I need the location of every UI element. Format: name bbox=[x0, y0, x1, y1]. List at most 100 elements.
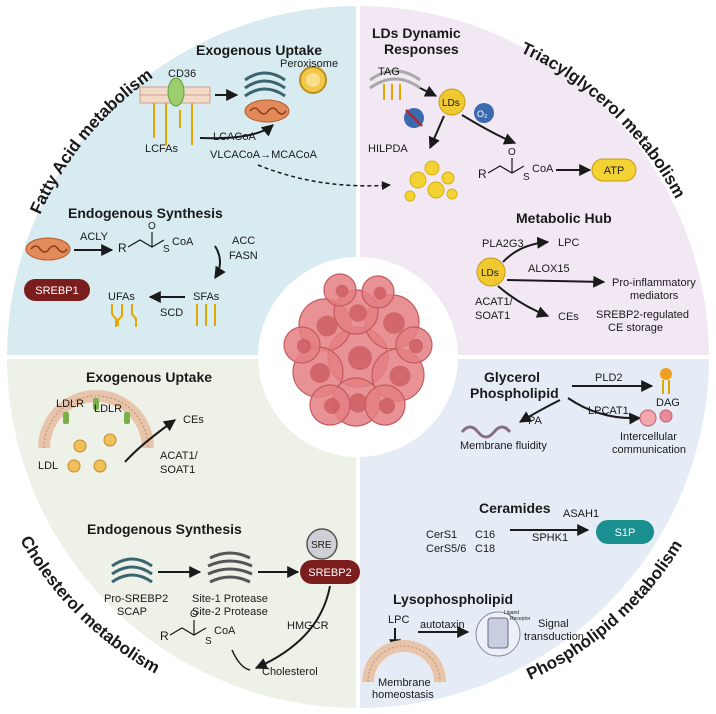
lds-label: LDs bbox=[442, 98, 460, 109]
communication-icon bbox=[639, 409, 673, 427]
ch-uptake-heading: Exogenous Uptake bbox=[86, 369, 212, 385]
membrane-fluidity-icon bbox=[460, 425, 512, 439]
ch-acat1-label: ACAT1/ bbox=[160, 450, 199, 462]
intercellular-line1: Intercellular bbox=[620, 431, 677, 443]
lysophospholipid: Lysophospholipid LPC autotaxin Ligand Re… bbox=[362, 591, 584, 701]
svg-text:R: R bbox=[160, 629, 169, 643]
ldlr-receptors-icon bbox=[63, 398, 130, 424]
svg-text:Receptor: Receptor bbox=[510, 616, 531, 622]
cell-nucleus bbox=[296, 338, 312, 354]
tag-chains-icon bbox=[383, 84, 401, 100]
c18-label: C18 bbox=[475, 543, 495, 555]
autotaxin-label: autotaxin bbox=[420, 619, 465, 631]
lcfa-chains-icon bbox=[153, 103, 193, 145]
cell-nucleus bbox=[348, 393, 368, 413]
svg-text:O: O bbox=[508, 147, 516, 158]
lipid-droplet-icon bbox=[438, 88, 466, 116]
sre-icon bbox=[306, 528, 338, 560]
svg-text:CoA: CoA bbox=[172, 236, 194, 248]
svg-text:Ligand: Ligand bbox=[504, 610, 519, 616]
lds-heading-line1: LDs Dynamic bbox=[372, 25, 461, 41]
cell-nucleus bbox=[310, 363, 330, 383]
dag-label: DAG bbox=[656, 397, 680, 409]
acyl-coa-structure: R O S CoA bbox=[160, 609, 236, 647]
tumor-cell-cluster bbox=[258, 257, 458, 457]
peroxisome-icon bbox=[299, 66, 327, 94]
lipid-droplet-icon bbox=[476, 257, 506, 287]
ldl-label: LDL bbox=[38, 460, 58, 472]
srebp2-storage-line2: CE storage bbox=[608, 322, 663, 334]
peroxisome-label: Peroxisome bbox=[280, 58, 338, 70]
atp-badge bbox=[591, 158, 637, 182]
cell-nucleus bbox=[379, 398, 395, 414]
acyl-coa-structure: R O S CoA bbox=[118, 221, 194, 255]
sfas-label: SFAs bbox=[193, 291, 220, 303]
cell-nucleus bbox=[389, 365, 411, 387]
hub-acat1-label: ACAT1/ bbox=[475, 296, 514, 308]
membrane-homeostasis-line2: homeostasis bbox=[372, 689, 434, 701]
cholesterol-label: Cholesterol bbox=[262, 666, 318, 678]
fasn-label: FASN bbox=[229, 250, 258, 262]
svg-text:S: S bbox=[523, 172, 530, 183]
o2-blocked-icon bbox=[404, 108, 424, 128]
lipid-droplets-cluster-icon bbox=[404, 160, 458, 202]
acc-label: ACC bbox=[232, 235, 255, 247]
mitochondria-icon bbox=[244, 99, 290, 123]
svg-text:O: O bbox=[148, 221, 156, 232]
ch-ces-label: CEs bbox=[183, 414, 204, 426]
scd-label: SCD bbox=[160, 307, 183, 319]
hub-lpc-label: LPC bbox=[558, 237, 579, 249]
er-icon bbox=[111, 557, 153, 584]
hub-lds-label: LDs bbox=[481, 268, 499, 279]
o2-icon bbox=[474, 103, 494, 123]
membrane-fluidity-label: Membrane fluidity bbox=[460, 440, 547, 452]
ch-soat1-label: SOAT1 bbox=[160, 464, 195, 476]
hub-heading: Metabolic Hub bbox=[516, 210, 612, 226]
srebp2-storage-line1: SREBP2-regulated bbox=[596, 309, 689, 321]
cers1-label: CerS1 bbox=[426, 529, 457, 541]
cd36-transporter-icon bbox=[167, 77, 185, 107]
signal-line1: Signal bbox=[538, 618, 569, 630]
lds-heading-line2: Responses bbox=[384, 41, 459, 57]
srebp2-badge bbox=[300, 560, 360, 584]
metabolic-hub: Metabolic Hub LDs PLA2G3 LPC ALOX15 Pro-… bbox=[475, 210, 696, 334]
ch-endogenous-synthesis: Endogenous Synthesis Pro-SREBP2 SCAP Sit… bbox=[87, 521, 360, 678]
sre-label: SRE bbox=[311, 540, 332, 551]
svg-text:CoA: CoA bbox=[532, 163, 554, 175]
fa-synthesis-heading: Endogenous Synthesis bbox=[68, 205, 223, 221]
er-icon bbox=[369, 69, 421, 90]
svg-text:R: R bbox=[478, 167, 487, 181]
scap-label: SCAP bbox=[117, 606, 147, 618]
cell-nucleus bbox=[383, 312, 405, 334]
intercellular-line2: communication bbox=[612, 444, 686, 456]
cell-nucleus bbox=[324, 398, 340, 414]
cell-nucleus bbox=[408, 338, 424, 354]
fa-endogenous-synthesis: Endogenous Synthesis ACLY R O S CoA ACC … bbox=[24, 205, 258, 327]
svg-text:R: R bbox=[118, 241, 127, 255]
pro-inflam-line2: mediators bbox=[630, 290, 679, 302]
srebp2-label: SREBP2 bbox=[308, 567, 351, 579]
site2-protease-label: Site-2 Protease bbox=[192, 606, 268, 618]
s1p-badge bbox=[596, 520, 654, 544]
s1p-label: S1P bbox=[615, 527, 636, 539]
alox15-label: ALOX15 bbox=[528, 263, 570, 275]
cers56-label: CerS5/6 bbox=[426, 543, 466, 555]
signal-line2: transduction bbox=[524, 631, 584, 643]
sfa-chains-icon bbox=[196, 304, 216, 326]
fa-exogenous-uptake: Exogenous Uptake CD36 LCFAs Peroxisome L… bbox=[139, 42, 391, 191]
hilpda-label: HILPDA bbox=[368, 143, 408, 155]
cell-nucleus bbox=[349, 304, 367, 322]
mitochondria-icon bbox=[25, 237, 71, 261]
ufas-label: UFAs bbox=[108, 291, 135, 303]
glycerol-heading-line2: Phospholipid bbox=[470, 385, 559, 401]
vlcacoa-label: VLCACoA→MCACoA bbox=[210, 149, 318, 161]
ldlr-label-1: LDLR bbox=[56, 398, 84, 410]
svg-text:O: O bbox=[190, 609, 198, 620]
acly-label: ACLY bbox=[80, 231, 109, 243]
sphk1-label: SPHK1 bbox=[532, 532, 568, 544]
pro-srebp2-label: Pro-SREBP2 bbox=[104, 593, 168, 605]
golgi-icon bbox=[207, 551, 253, 584]
svg-text:S: S bbox=[163, 244, 170, 255]
